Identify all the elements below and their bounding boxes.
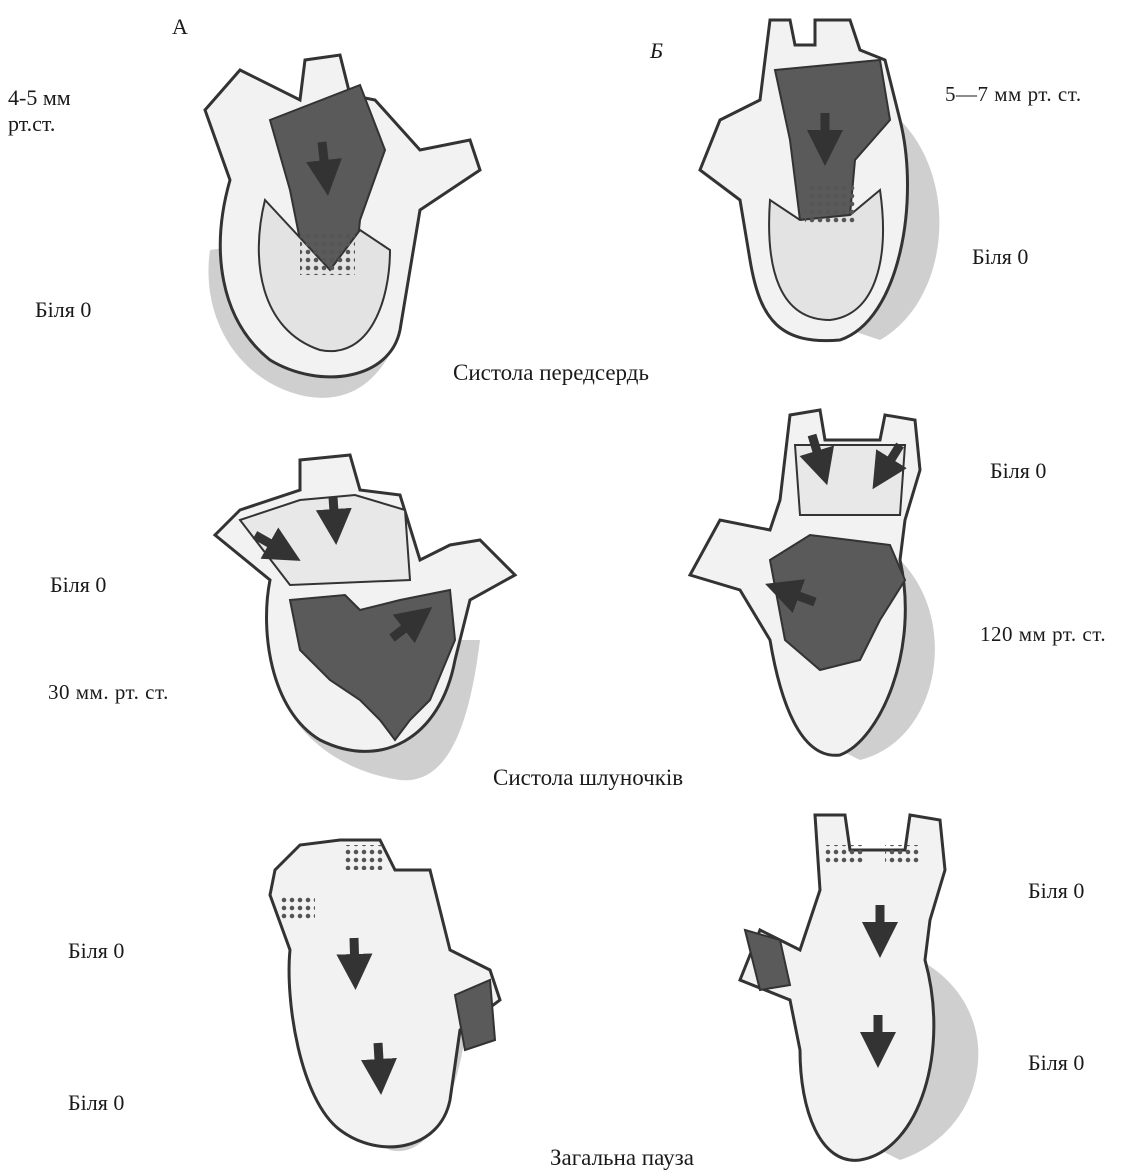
pressure-label-general-pause-right-ventricle: Біля 0 <box>1028 1050 1084 1076</box>
pressure-label-atrial-systole-right-ventricle: Біля 0 <box>972 244 1028 270</box>
pressure-label-ventricular-systole-left-ventricle: 30 мм. рт. ст. <box>48 680 169 705</box>
column-label-b: Б <box>650 38 663 64</box>
pressure-label-general-pause-left-ventricle: Біля 0 <box>68 1090 124 1116</box>
pressure-label-ventricular-systole-right-ventricle: 120 мм рт. ст. <box>980 622 1106 647</box>
heart-general-pause-right <box>740 815 978 1160</box>
pressure-label-general-pause-right-atrium: Біля 0 <box>1028 878 1084 904</box>
heart-ventricular-systole-left <box>215 455 515 780</box>
pressure-label-atrial-systole-right-atrium: 5—7 мм рт. ст. <box>945 82 1082 107</box>
heart-atrial-systole-right <box>700 20 939 341</box>
pressure-label-ventricular-systole-left-atrium: Біля 0 <box>50 572 106 598</box>
pressure-label-general-pause-left-atrium: Біля 0 <box>68 938 124 964</box>
heart-atrial-systole-left <box>205 55 480 398</box>
pressure-label-atrial-systole-left-atrium: 4-5 мм рт.ст. <box>8 85 118 138</box>
caption-ventricular-systole: Систола шлуночків <box>493 765 683 791</box>
pressure-label-atrial-systole-left-ventricle: Біля 0 <box>35 297 91 323</box>
heart-general-pause-left <box>270 840 500 1151</box>
column-label-a: А <box>172 14 188 40</box>
caption-general-pause: Загальна пауза <box>550 1145 694 1171</box>
heart-ventricular-systole-right <box>690 410 935 760</box>
caption-atrial-systole: Систола передсердь <box>453 360 649 386</box>
pressure-label-ventricular-systole-right-atrium: Біля 0 <box>990 458 1046 484</box>
